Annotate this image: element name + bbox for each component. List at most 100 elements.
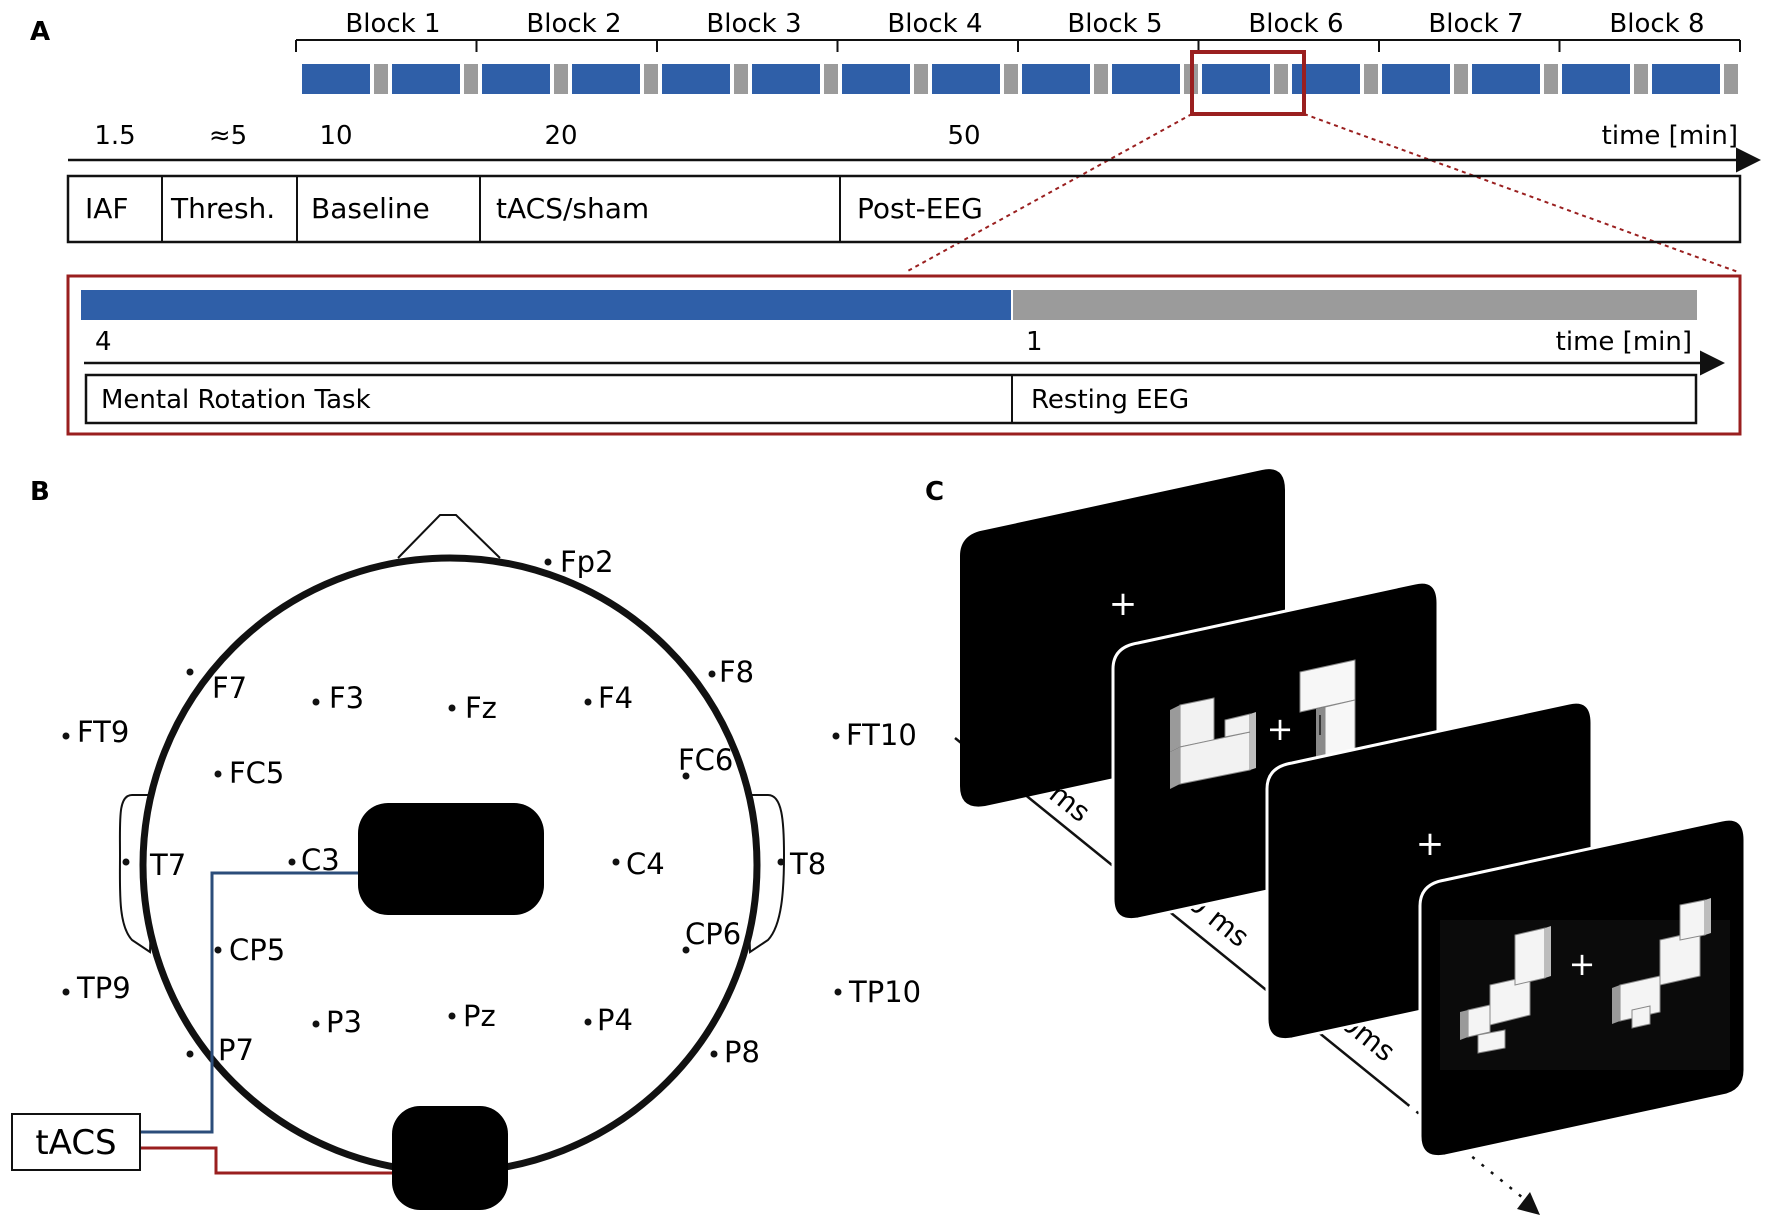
zoom-connector-left	[905, 113, 1193, 273]
timeline-tick: 1.5	[94, 121, 135, 151]
timeline-time-label: time [min]	[1602, 121, 1738, 151]
rest-segment	[1364, 64, 1378, 94]
panel-c-label: C	[925, 477, 944, 507]
electrode-label: C4	[626, 847, 665, 881]
cube-figure-left-2	[1460, 926, 1551, 1054]
rest-segment	[1274, 64, 1288, 94]
task-segment	[572, 64, 640, 94]
electrode-tp10: TP10	[834, 975, 921, 1009]
rest-segment	[644, 64, 658, 94]
zoom-task-bar	[81, 290, 1012, 320]
rest-segment	[554, 64, 568, 94]
task-segment	[392, 64, 460, 94]
timeline-tick: 50	[947, 121, 980, 151]
rest-segment	[824, 64, 838, 94]
electrode-p7: P7	[186, 1033, 254, 1067]
nose	[397, 514, 501, 559]
block-labels: Block 1 Block 2 Block 3 Block 4 Block 5 …	[345, 9, 1704, 39]
rest-segment	[1634, 64, 1648, 94]
electrode-t8: T8	[777, 847, 826, 881]
fixation-cross: +	[1416, 824, 1445, 864]
block-label: Block 8	[1609, 9, 1704, 39]
cube-figure-right	[1299, 659, 1356, 761]
electrode-cp5: CP5	[214, 933, 285, 967]
fixation-cross: +	[1109, 584, 1138, 624]
electrode-f4: F4	[584, 681, 633, 715]
rest-segment	[914, 64, 928, 94]
task-segment	[662, 64, 730, 94]
electrode-layer: Fp2 F7 F3 Fz F4 F8 FT9 FT10 FC5 FC6 T7 C…	[62, 545, 921, 1069]
electrode-label: FT10	[846, 718, 917, 752]
zoom-duration-task: 4	[95, 327, 112, 357]
zoom-rest-bar	[1012, 290, 1697, 320]
electrode-p8: P8	[710, 1035, 760, 1069]
electrode-label: TP9	[76, 971, 131, 1005]
task-segment	[752, 64, 820, 94]
phase-threshold: Thresh.	[170, 192, 275, 225]
segment-resting-eeg: Resting EEG	[1031, 385, 1189, 415]
rest-segment	[1544, 64, 1558, 94]
tacs-stimulator-label: tACS	[35, 1123, 116, 1163]
electrode-t7: T7	[122, 848, 186, 882]
phase-post-eeg: Post-EEG	[857, 192, 983, 225]
task-segment	[1112, 64, 1180, 94]
task-segment	[1022, 64, 1090, 94]
segment-mental-rotation: Mental Rotation Task	[101, 385, 371, 415]
electrode-fc6: FC6	[678, 743, 733, 780]
electrode-label: T7	[149, 848, 186, 882]
cube-figure-left	[1170, 697, 1256, 789]
block-brackets	[295, 39, 1741, 52]
stim-electrode-pad-return	[392, 1106, 508, 1210]
trial-time-axis	[954, 737, 1408, 1105]
rest-segment	[1454, 64, 1468, 94]
electrode-ft9: FT9	[62, 715, 129, 749]
panel-b-label: B	[30, 477, 50, 507]
electrode-ft10: FT10	[832, 718, 917, 752]
electrode-f8: F8	[708, 655, 754, 689]
electrode-label: P7	[218, 1033, 254, 1067]
fixation-cross: +	[1569, 945, 1596, 983]
task-segment	[932, 64, 1000, 94]
task-segment	[1472, 64, 1540, 94]
electrode-label: TP10	[848, 975, 921, 1009]
task-segment	[482, 64, 550, 94]
electrode-fz: Fz	[448, 691, 497, 725]
rest-segment	[734, 64, 748, 94]
zoom-connector-right	[1303, 113, 1739, 273]
block-label: Block 3	[706, 9, 801, 39]
electrode-label: F8	[719, 655, 754, 689]
block-label: Block 5	[1067, 9, 1162, 39]
rest-segment	[1094, 64, 1108, 94]
task-segment	[1652, 64, 1720, 94]
electrode-f3: F3	[312, 681, 364, 715]
phase-row: IAF Thresh. Baseline tACS/sham Post-EEG	[66, 174, 1742, 244]
block-label: Block 6	[1248, 9, 1343, 39]
electrode-label: FT9	[77, 715, 129, 749]
rest-segment	[1004, 64, 1018, 94]
panel-a-label: A	[30, 17, 50, 47]
electrode-label: F7	[212, 671, 247, 705]
electrode-label: F4	[598, 681, 633, 715]
electrode-c4: C4	[612, 847, 665, 881]
zoom-time-label: time [min]	[1556, 327, 1692, 357]
electrode-label: CP5	[229, 933, 285, 967]
tacs-wire-red	[140, 1146, 392, 1175]
electrode-p4: P4	[584, 1003, 633, 1037]
electrode-label: Fp2	[560, 545, 614, 579]
zoom-detail-panel: 4 1 time [min] Mental Rotation Task Rest…	[66, 274, 1742, 436]
task-segment	[302, 64, 370, 94]
fixation-cross: +	[1267, 710, 1294, 748]
cube-figure-right-2	[1612, 898, 1711, 1029]
rest-segment	[374, 64, 388, 94]
electrode-c3: C3	[288, 843, 340, 877]
electrode-label: T8	[789, 847, 826, 881]
electrode-pz: Pz	[448, 999, 496, 1033]
phase-iaf: IAF	[85, 192, 129, 225]
electrode-fc5: FC5	[214, 756, 284, 790]
trial-time-axis-arrowhead	[1517, 1192, 1540, 1215]
tacs-wire-blue	[140, 871, 358, 1134]
electrode-p3: P3	[312, 1005, 362, 1039]
block-label: Block 4	[887, 9, 982, 39]
timeline-tick: 20	[544, 121, 577, 151]
electrode-label: P3	[326, 1005, 362, 1039]
